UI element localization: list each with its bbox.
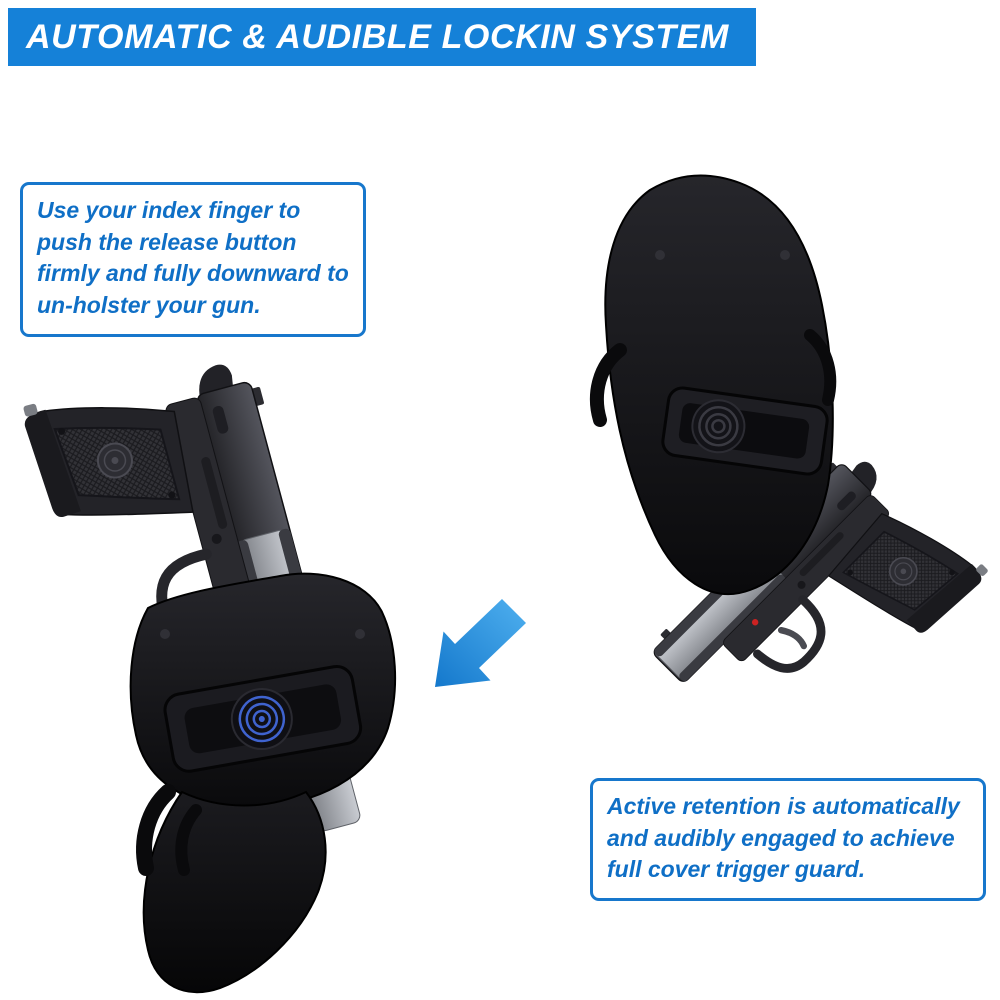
holster-body — [604, 174, 834, 596]
holster-screw — [655, 250, 665, 260]
figure-pistol-unholstering — [0, 340, 397, 994]
belt-hook — [175, 804, 202, 876]
belt-hook — [590, 343, 627, 427]
belt-hook — [804, 329, 837, 406]
belt-hook — [136, 784, 176, 876]
page-title: AUTOMATIC & AUDIBLE LOCKIN SYSTEM — [26, 17, 729, 56]
holster-left — [129, 572, 397, 994]
holster-paddle — [142, 790, 327, 994]
release-button-icon — [691, 399, 746, 454]
callout-retention-info: Active retention is automatically and au… — [590, 778, 986, 902]
callout-retention-text: Active retention is automatically and au… — [607, 793, 960, 883]
callout-unholster-text: Use your index finger to push the releas… — [37, 197, 349, 319]
retention-band — [661, 386, 829, 476]
holster-screw — [355, 629, 365, 639]
retention-band — [163, 664, 363, 773]
release-button-icon — [230, 688, 293, 751]
figure-pistol-holstered — [590, 174, 1000, 725]
holster-screw — [780, 250, 790, 260]
arrow-down-left-icon — [435, 599, 526, 687]
header-banner: AUTOMATIC & AUDIBLE LOCKIN SYSTEM — [8, 8, 756, 66]
callout-unholster-instruction: Use your index finger to push the releas… — [20, 182, 366, 337]
holster-right — [590, 174, 837, 596]
holster-screw — [160, 629, 170, 639]
